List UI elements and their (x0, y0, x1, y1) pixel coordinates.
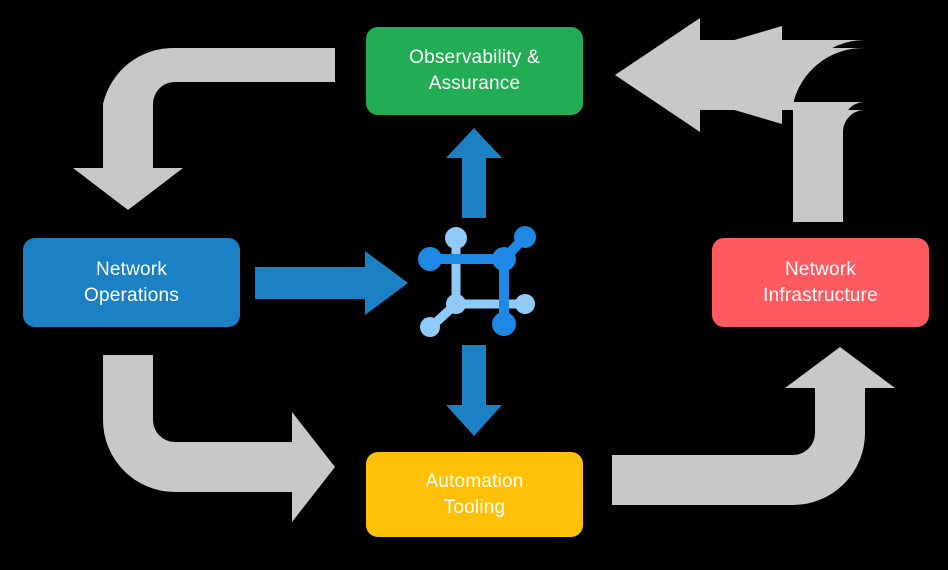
node-automation-tooling[interactable]: Automation Tooling (366, 452, 583, 537)
arrow-automation-to-infrastructure (612, 347, 895, 505)
arrow-center-to-observability (446, 128, 502, 218)
arrow-operations-to-automation (103, 355, 335, 522)
node-network-infrastructure[interactable]: Network Infrastructure (712, 238, 929, 327)
arrow-top-right (615, 18, 865, 222)
arrow-operations-to-center (255, 251, 408, 315)
arrow-center-to-automation (446, 345, 502, 436)
arrow-observability-to-operations (73, 47, 335, 211)
topology-nodes (418, 226, 536, 337)
node-observability-assurance[interactable]: Observability & Assurance (366, 27, 583, 115)
network-topology-icon (418, 226, 536, 337)
node-network-operations[interactable]: Network Operations (23, 238, 240, 327)
